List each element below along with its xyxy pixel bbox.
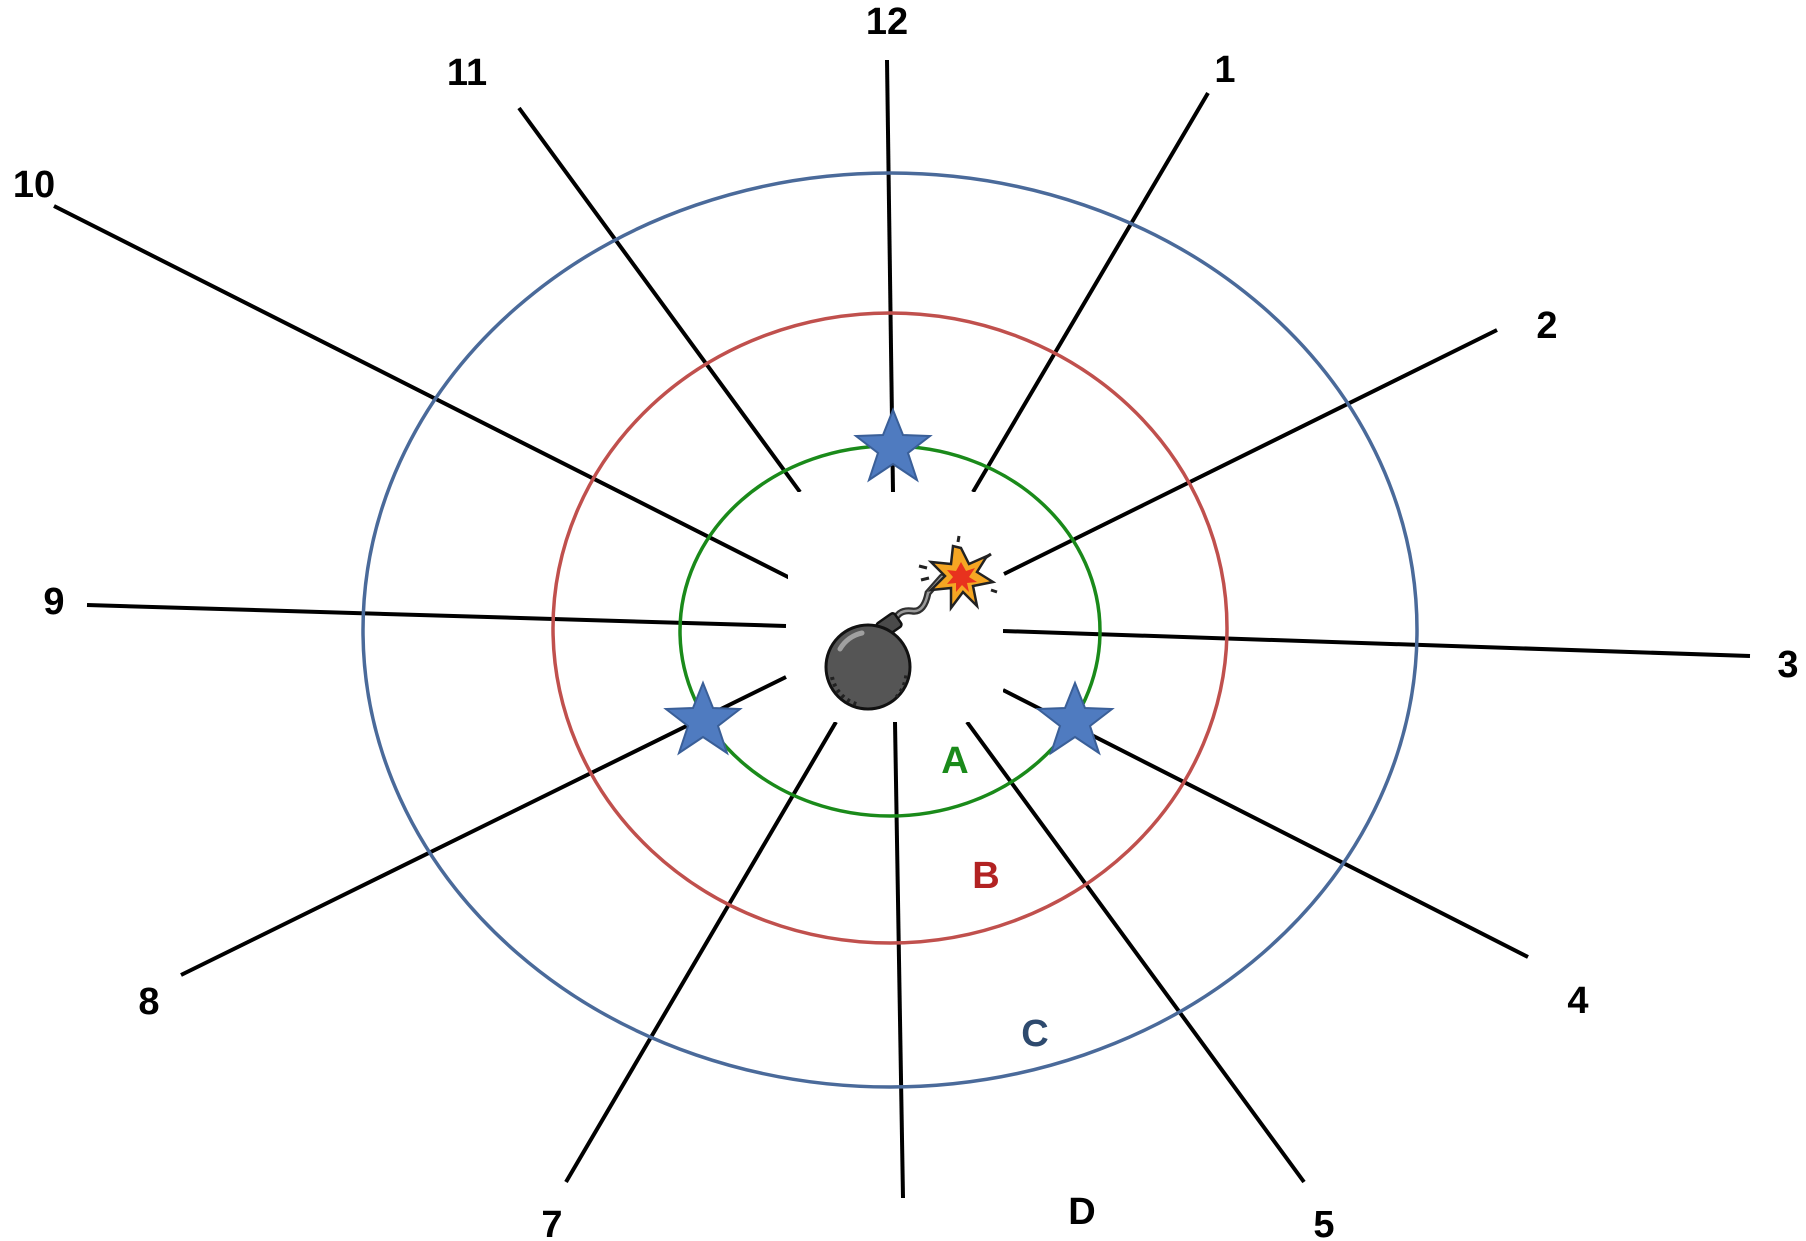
label-8: 8 [138,981,159,1023]
bomb-icon [824,573,946,711]
label-2: 2 [1536,305,1557,347]
zone-b-label: B [972,855,999,897]
label-3: 3 [1777,644,1798,686]
label-11: 11 [447,52,487,94]
spoke-11 [517,106,802,494]
spoke-10 [53,204,791,580]
clock-labels: 12 1 2 3 4 5 7 8 9 10 11 [13,1,1799,1241]
radial-spokes [53,59,1751,1199]
spoke-8 [180,675,787,977]
zone-labels: A B C D [941,740,1095,1233]
spoke-5 [965,720,1306,1184]
star-markers [663,407,1115,756]
label-10: 10 [13,164,55,206]
label-4: 4 [1567,980,1588,1022]
zone-c-ring [361,171,1419,1089]
spoke-2 [1003,328,1498,576]
spoke-3 [1002,629,1751,658]
zone-d-label: D [1068,1191,1095,1233]
spoke-6 [893,721,905,1199]
spoke-1 [971,91,1210,494]
zone-c-label: C [1021,1013,1048,1055]
spoke-9 [86,603,787,628]
label-7: 7 [541,1204,562,1241]
label-1: 1 [1214,49,1235,91]
star-icon [1035,680,1115,756]
zone-a-label: A [941,740,968,782]
label-5: 5 [1313,1204,1334,1241]
zone-b-ring [551,311,1229,945]
star-icon [853,407,933,483]
spark-icon [918,535,998,612]
label-12: 12 [866,1,908,43]
star-icon [663,680,743,756]
spoke-7 [564,720,838,1184]
label-9: 9 [43,581,64,623]
